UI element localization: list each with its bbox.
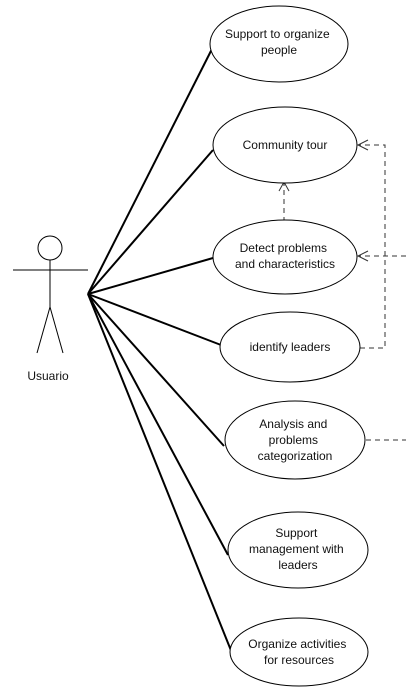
use-case-ellipse	[219, 311, 361, 383]
association-line-organize-activities	[87, 293, 233, 654]
use-case-label-line: Detect problems	[240, 241, 327, 255]
actor-head-icon	[37, 235, 63, 261]
association-line-identify-leaders	[87, 293, 222, 346]
use-case-label-line: management with	[249, 542, 344, 556]
use-case-identify-leaders: identify leaders	[219, 311, 361, 383]
use-case-label: Support management with leaders	[249, 526, 347, 572]
use-case-label-line: Analysis and	[259, 417, 327, 431]
association-line-analysis	[87, 293, 225, 447]
dependency-identify-to-community	[358, 144, 386, 349]
actor-label: Usuario	[27, 369, 69, 383]
use-case-label: Community tour	[243, 138, 328, 152]
use-case-ellipse	[229, 617, 369, 687]
association-line-detect-problems	[87, 257, 214, 295]
use-case-support-organize: Support to organize people	[209, 5, 349, 83]
use-case-support-management: Support management with leaders	[227, 511, 369, 589]
use-case-ellipse	[209, 5, 349, 83]
use-case-label-line: Support	[275, 526, 318, 540]
use-case-detect-problems: Detect problems and characteristics	[212, 219, 358, 295]
use-case-analysis: Analysis and problems categorization	[224, 400, 366, 480]
use-case-label: Organize activities for resources	[248, 637, 349, 667]
association-line-support-organize	[87, 40, 217, 295]
use-case-community-tour: Community tour	[212, 106, 358, 184]
actor-left-leg-icon	[36, 306, 51, 354]
arrowhead-detect-right-icon	[356, 250, 369, 262]
actor-right-leg-icon	[49, 306, 64, 354]
dependency-lines	[283, 144, 406, 441]
use-case-label: Support to organize people	[225, 27, 333, 57]
use-case-label: identify leaders	[250, 340, 331, 354]
use-case-ellipse	[227, 511, 369, 589]
use-case-label-line: and characteristics	[235, 257, 335, 271]
use-case-ellipse	[224, 400, 366, 480]
use-case-label: Analysis and problems categorization	[258, 417, 333, 463]
use-case-ellipse	[212, 219, 358, 295]
use-case-label-line: problems	[269, 433, 318, 447]
use-case-label-line: Community tour	[243, 138, 328, 152]
association-lines	[87, 40, 233, 654]
use-case-label-line: identify leaders	[250, 340, 331, 354]
use-case-organize-activities: Organize activities for resources	[229, 617, 369, 687]
use-case-label-line: categorization	[258, 449, 333, 463]
use-case-ellipse	[212, 106, 358, 184]
use-case-label-line: people	[261, 43, 297, 57]
association-line-support-management	[87, 293, 229, 556]
use-case-label-line: Organize activities	[248, 637, 346, 651]
use-case-label-line: leaders	[278, 558, 317, 572]
use-case-label-line: Support to organize	[225, 27, 330, 41]
use-case-label: Detect problems and characteristics	[235, 241, 335, 271]
use-case-label-line: for resources	[264, 653, 334, 667]
association-line-community-tour	[87, 149, 214, 295]
arrowhead-community-right-icon	[356, 139, 369, 151]
actor-stick-figure	[13, 235, 88, 354]
